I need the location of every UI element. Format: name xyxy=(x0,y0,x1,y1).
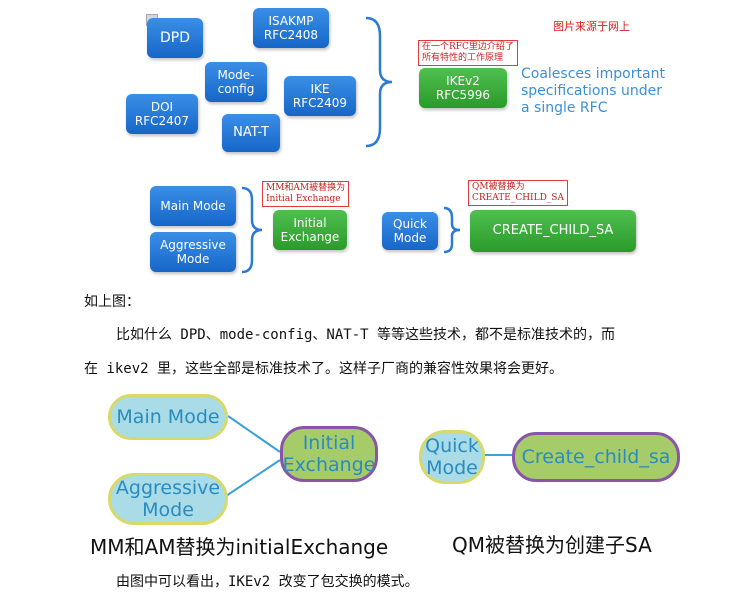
nat-t-box: NAT-T xyxy=(222,114,280,152)
main-mode-box: Main Mode xyxy=(150,186,236,226)
top-brace xyxy=(365,16,393,148)
doi-box: DOI RFC2407 xyxy=(126,94,198,134)
mm-am-note: MM和AM被替换为 Initial Exchange xyxy=(262,181,350,207)
text-line-2: 比如什么 DPD、mode-config、NAT-T 等等这些技术，都不是标准技… xyxy=(116,327,616,343)
middle-brace xyxy=(241,186,263,274)
coalesces-text: Coalesces important specifications under… xyxy=(521,66,665,116)
main-mode-node: Main Mode xyxy=(108,394,228,440)
footer-text: 由图中可以看出，IKEv2 改变了包交换的模式。 xyxy=(116,574,419,590)
caption-right: QM被替换为创建子SA xyxy=(452,533,652,557)
ikev2-box: IKEv2 RFC5996 xyxy=(419,68,507,108)
text-line-3: 在 ikev2 里，这些全部是标准技术了。这样子厂商的兼容性效果将会更好。 xyxy=(84,361,563,377)
aggressive-mode-box: Aggressive Mode xyxy=(150,232,236,272)
qm-note: QM被替换为 CREATE_CHILD_SA xyxy=(468,180,568,206)
create-child-sa-node: Create_child_sa xyxy=(512,432,680,482)
ike-box: IKE RFC2409 xyxy=(284,76,356,116)
rfc-note: 在一个RFC里边介绍了 所有特性的工作原理 xyxy=(418,40,518,66)
quick-mode-box: Quick Mode xyxy=(382,212,438,250)
mode-config-box: Mode- config xyxy=(205,62,267,102)
isakmp-box: ISAKMP RFC2408 xyxy=(253,8,329,48)
caption-left: MM和AM替换为initialExchange xyxy=(90,535,389,559)
initial-exchange-node: Initial Exchange xyxy=(280,426,378,482)
create-child-sa-box: CREATE_CHILD_SA xyxy=(470,210,636,252)
dpd-box: DPD xyxy=(147,18,203,58)
initial-exchange-box: Initial Exchange xyxy=(273,210,347,250)
text-line-1: 如上图： xyxy=(84,294,140,310)
quick-mode-node: Quick Mode xyxy=(419,430,485,484)
middle-brace-right xyxy=(443,206,461,254)
source-note: 图片来源于网上 xyxy=(553,20,630,33)
aggressive-mode-node: Aggressive Mode xyxy=(108,473,228,525)
